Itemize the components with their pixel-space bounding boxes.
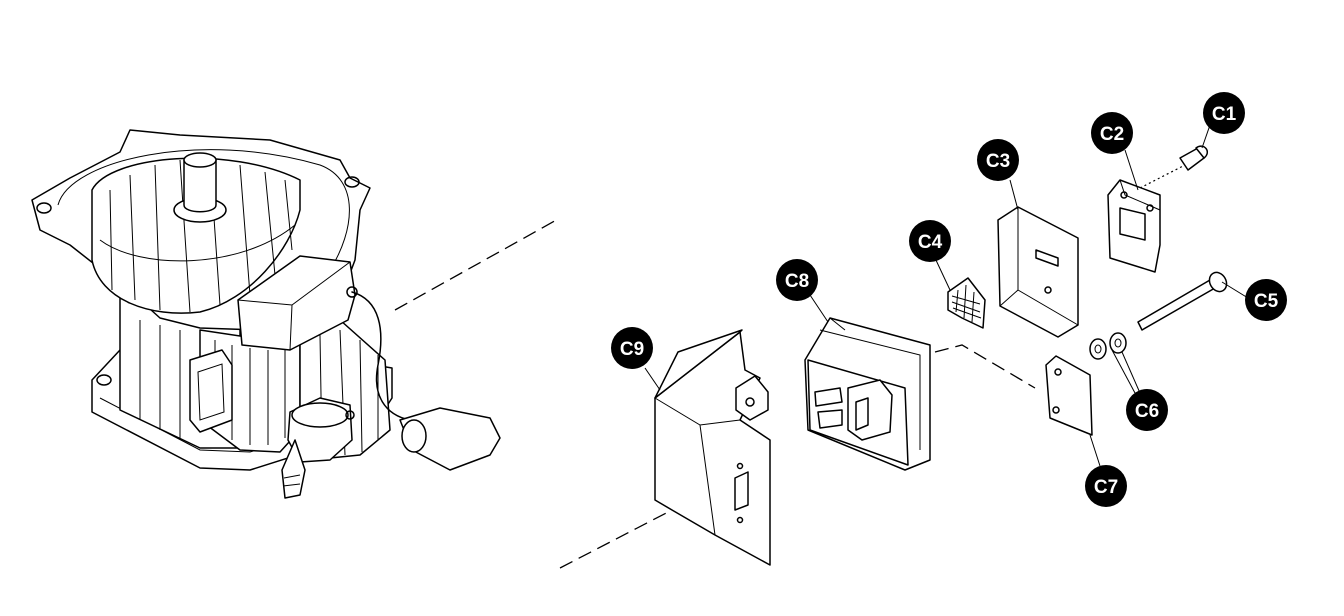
callout-c8: C8 (776, 259, 818, 301)
muffler-part (804, 317, 931, 471)
gasket-part (1045, 355, 1093, 436)
svg-text:C2: C2 (1100, 124, 1124, 145)
svg-text:C7: C7 (1094, 477, 1118, 498)
leader-lines (644, 124, 1249, 467)
mounting-plate-part (1107, 179, 1161, 273)
callout-c4: C4 (909, 220, 951, 262)
callout-c5: C5 (1245, 279, 1287, 321)
svg-text:C1: C1 (1212, 104, 1237, 125)
screw-part (1179, 145, 1208, 171)
svg-text:C4: C4 (918, 232, 943, 253)
svg-text:C5: C5 (1254, 291, 1279, 312)
arrestor-cover-part (997, 206, 1079, 338)
alignment-line-middle (934, 344, 1036, 389)
svg-text:C8: C8 (785, 271, 809, 292)
washers-part (1089, 332, 1127, 360)
svg-text:C6: C6 (1135, 401, 1159, 422)
callout-c2: C2 (1091, 112, 1133, 154)
callout-c7: C7 (1085, 465, 1127, 507)
spark-screen-part (947, 277, 986, 329)
callout-c6: C6 (1126, 389, 1168, 431)
callout-c1: C1 (1203, 92, 1245, 134)
callout-c3: C3 (977, 139, 1019, 181)
svg-text:C9: C9 (620, 339, 644, 360)
callout-c9: C9 (611, 327, 653, 369)
svg-text:C3: C3 (986, 151, 1010, 172)
alignment-line-upper (394, 217, 561, 311)
long-bolt-part (1137, 271, 1228, 331)
heat-shield-part (654, 329, 771, 566)
engine-assembly (31, 129, 501, 499)
